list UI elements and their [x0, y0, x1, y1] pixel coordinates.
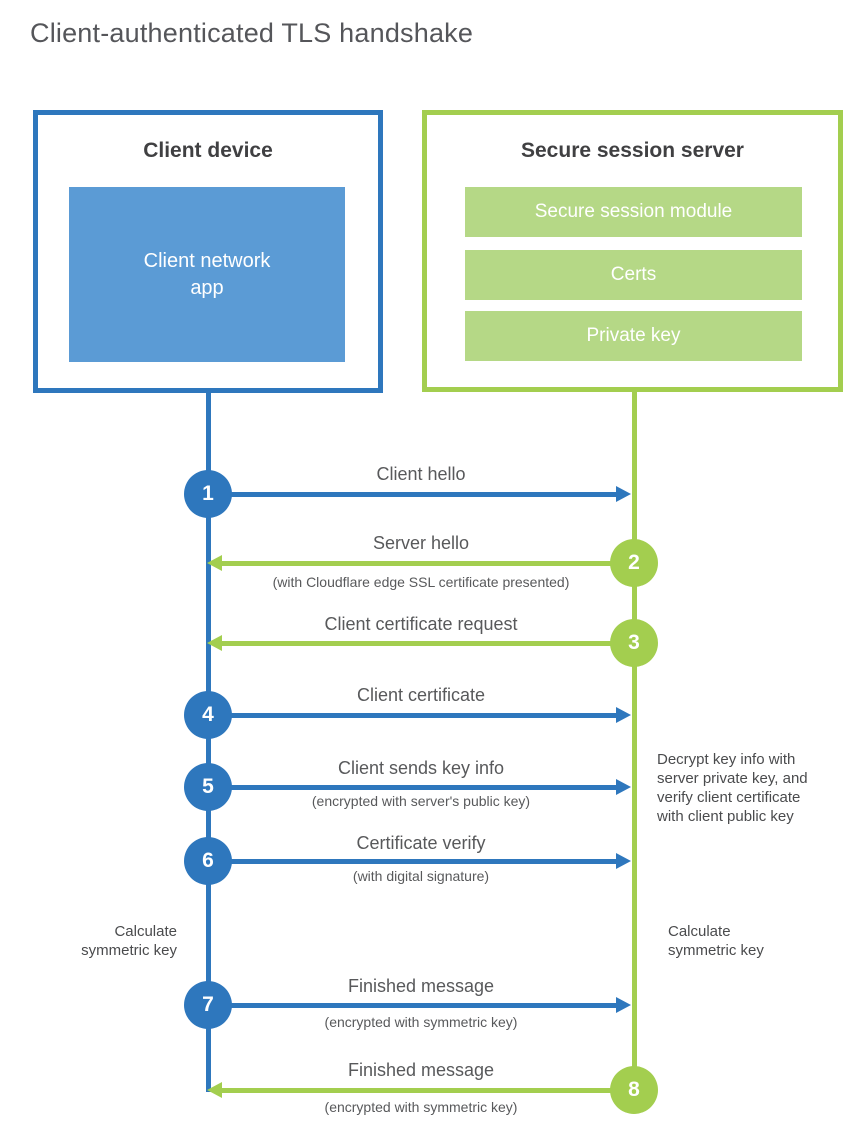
- step-4-label: Client certificate: [356, 685, 486, 705]
- step-5-arrow-right-icon: [210, 779, 631, 795]
- client-lifeline: [206, 393, 211, 1092]
- client-network-app-box: Client network app: [69, 187, 345, 362]
- step-7-sublabel: (encrypted with symmetric key): [324, 1014, 518, 1030]
- secure-session-server-box: Secure session server Secure session mod…: [422, 110, 843, 392]
- step-2-sublabel: (with Cloudflare edge SSL certificate pr…: [272, 574, 570, 590]
- certs-bar: Certs: [465, 250, 802, 300]
- client-device-title: Client device: [143, 139, 273, 162]
- step-6-badge: 6: [184, 837, 232, 885]
- server-calculate-symmetric-key-note: Calculate symmetric key: [668, 923, 764, 959]
- step-6-arrow-right-icon: [210, 853, 631, 869]
- secure-session-module-bar: Secure session module: [465, 187, 802, 237]
- step-3-badge: 3: [610, 619, 658, 667]
- step-3-label: Client certificate request: [324, 614, 518, 634]
- secure-session-server-title: Secure session server: [521, 139, 744, 162]
- step-8-arrow-left-icon: [207, 1082, 634, 1098]
- step-5-sublabel: (encrypted with server's public key): [311, 793, 531, 809]
- page-title: Client-authenticated TLS handshake: [30, 18, 474, 48]
- step-4-arrow-right-icon: [210, 707, 631, 723]
- step-1-label: Client hello: [376, 464, 466, 484]
- private-key-bar: Private key: [465, 311, 802, 361]
- step-6-label: Certificate verify: [356, 833, 486, 853]
- step-1-badge: 1: [184, 470, 232, 518]
- server-lifeline: [632, 392, 637, 1090]
- step-2-label: Server hello: [372, 533, 470, 553]
- step-5-badge: 5: [184, 763, 232, 811]
- step-1-arrow-right-icon: [210, 486, 631, 502]
- step-5-label: Client sends key info: [337, 758, 505, 778]
- step-7-label: Finished message: [347, 976, 495, 996]
- step-8-label: Finished message: [347, 1060, 495, 1080]
- server-decrypt-note: Decrypt key info with server private key…: [657, 751, 808, 825]
- step-2-arrow-left-icon: [207, 555, 634, 571]
- step-2-badge: 2: [610, 539, 658, 587]
- step-6-sublabel: (with digital signature): [352, 868, 490, 884]
- client-calculate-symmetric-key-note: Calculate symmetric key: [81, 923, 177, 959]
- step-8-sublabel: (encrypted with symmetric key): [324, 1099, 518, 1115]
- step-3-arrow-left-icon: [207, 635, 634, 651]
- step-4-badge: 4: [184, 691, 232, 739]
- client-device-box: Client device Client network app: [33, 110, 383, 393]
- step-8-badge: 8: [610, 1066, 658, 1114]
- step-7-arrow-right-icon: [210, 997, 631, 1013]
- step-7-badge: 7: [184, 981, 232, 1029]
